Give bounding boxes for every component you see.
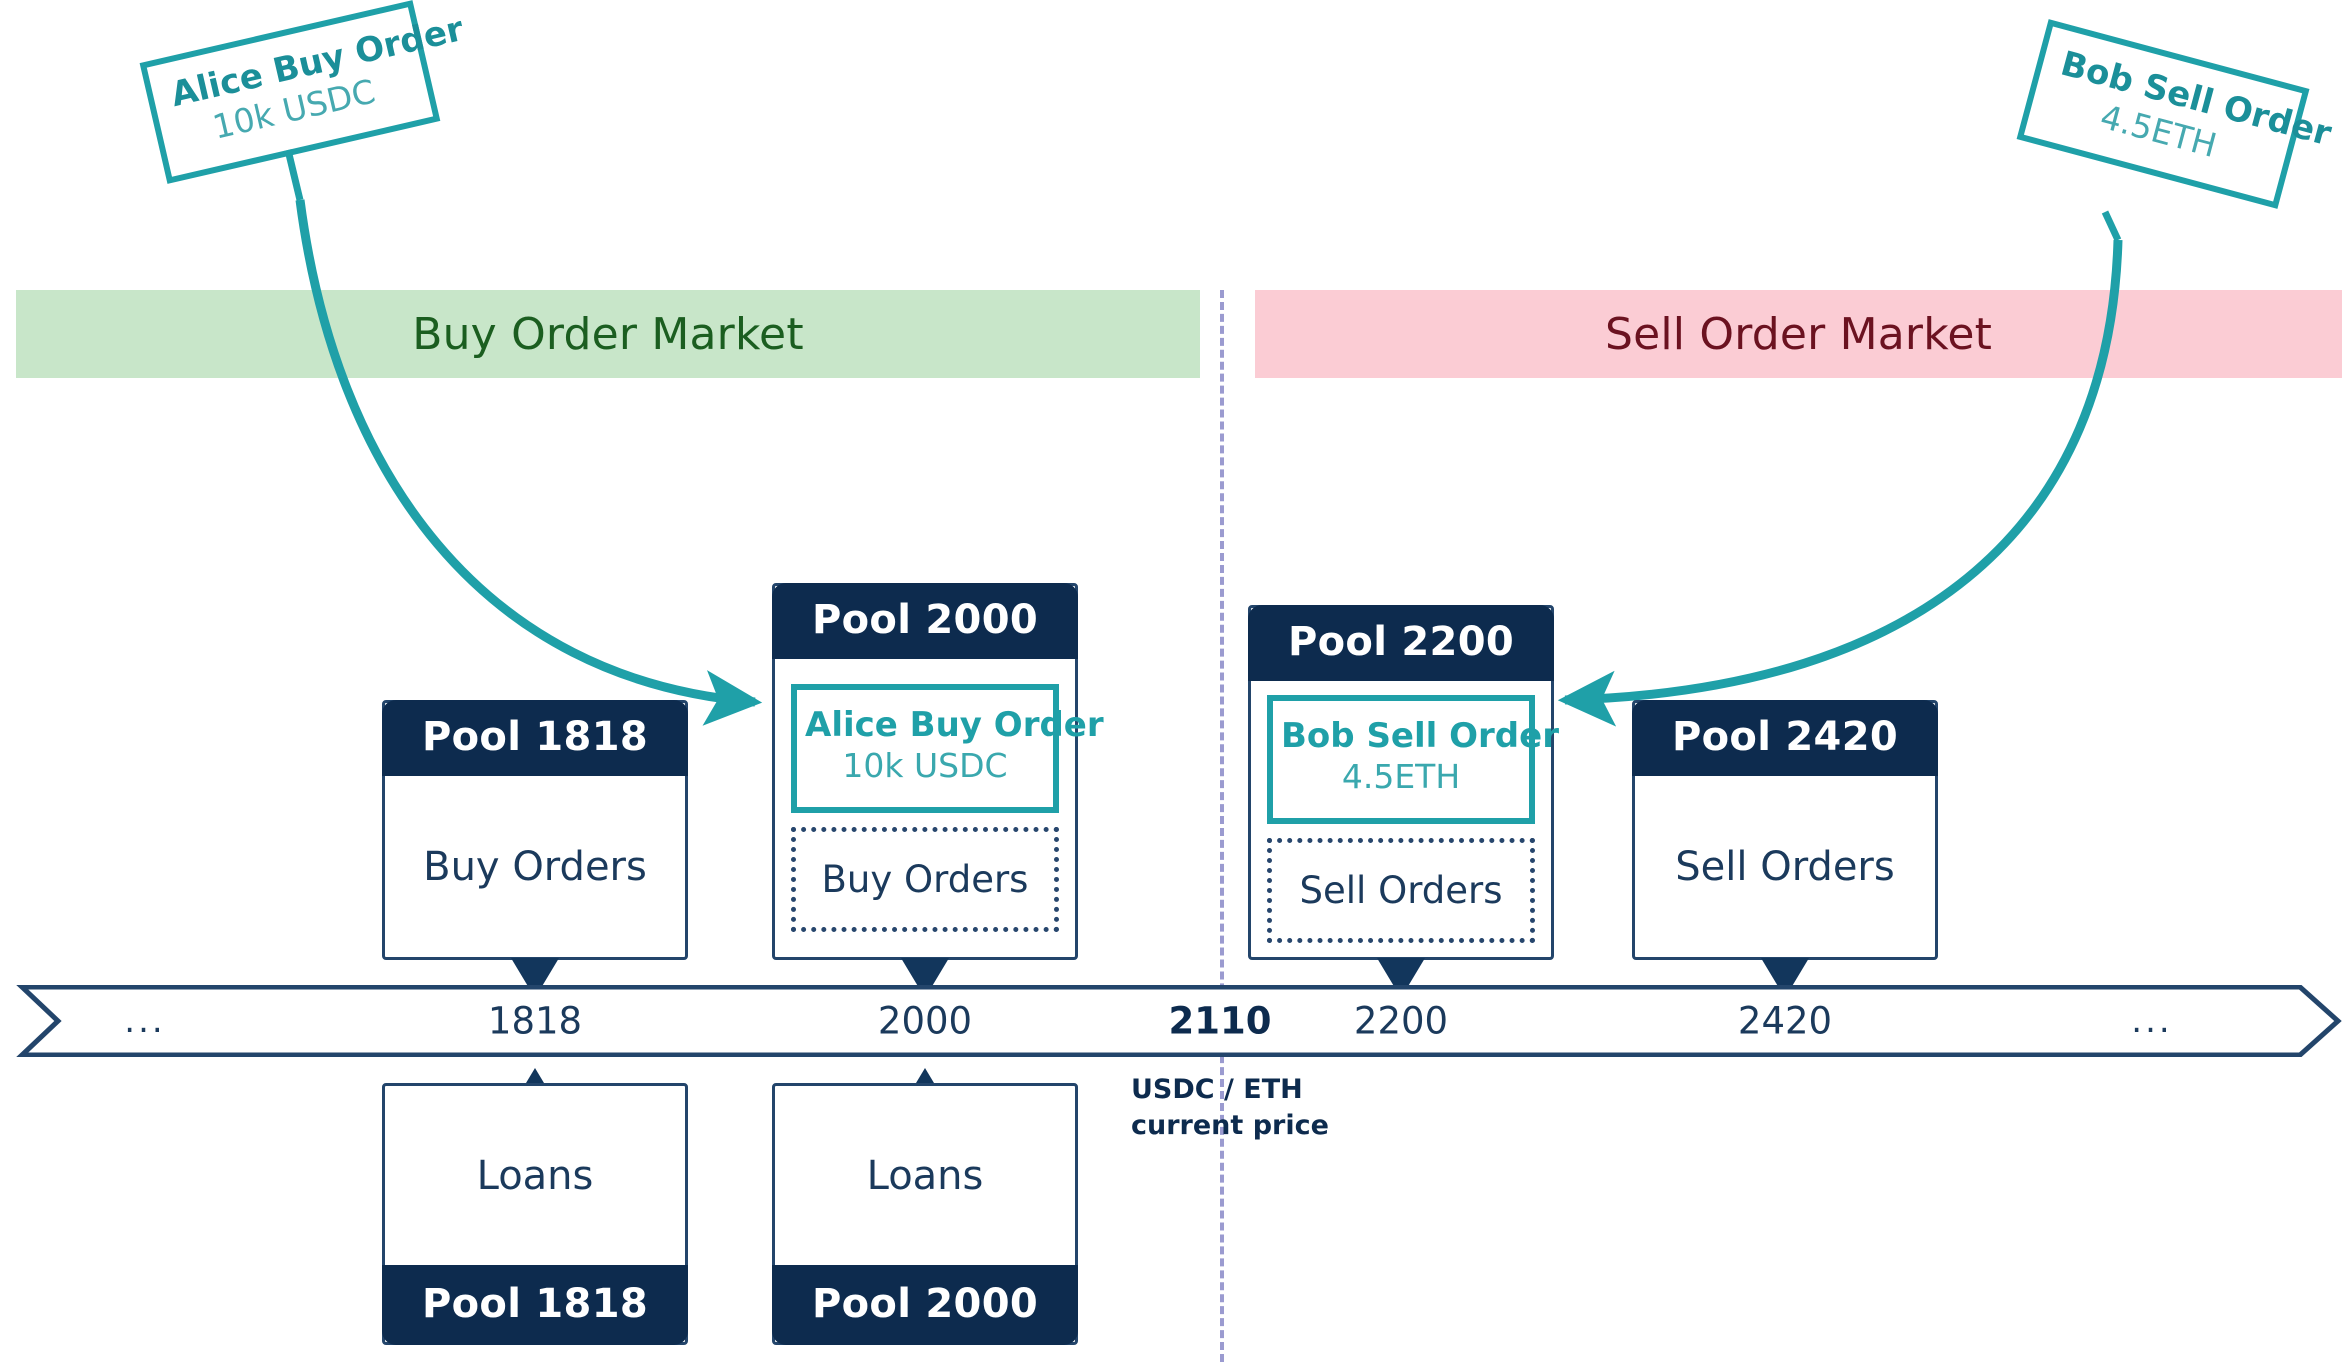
buy-order-market-band: Buy Order Market (16, 290, 1200, 378)
loans-2000-body: Loans (866, 1152, 984, 1199)
loans-1818-card[interactable]: Loans Pool 1818 (382, 1083, 688, 1345)
pool-2000-content-label: Buy Orders (821, 857, 1029, 901)
price-axis: ... 1818 2000 2110 2200 2420 ... (0, 984, 2342, 1058)
axis-tick-2200: 2200 (1353, 999, 1449, 1043)
bob-order-tag: Bob Sell Order 4.5ETH (2016, 19, 2335, 210)
pool-2200-header: Pool 2200 (1248, 605, 1554, 681)
bob-tag-stem (2101, 210, 2122, 242)
pool-1818-card[interactable]: Pool 1818 Buy Orders (382, 700, 688, 960)
pool-2000-alice-order-box[interactable]: Alice Buy Order 10k USDC (791, 684, 1104, 813)
pool-1818-body: Buy Orders (385, 776, 685, 957)
pool-2000-header: Pool 2000 (772, 583, 1078, 659)
alice-order-flow-arrow (295, 199, 763, 726)
loans-2000-card[interactable]: Loans Pool 2000 (772, 1083, 1078, 1345)
current-price-annotation: USDC / ETH current price (1131, 1072, 1329, 1145)
axis-left-ellipsis: ... (124, 1001, 166, 1041)
axis-right-ellipsis: ... (2131, 1001, 2173, 1041)
axis-tick-2000: 2000 (877, 999, 973, 1043)
loans-1818-body: Loans (476, 1152, 594, 1199)
pool-2420-body: Sell Orders (1635, 776, 1935, 957)
pool-2200-content-label: Sell Orders (1299, 868, 1503, 912)
axis-tick-2110-current: 2110 (1168, 999, 1272, 1043)
axis-tick-2420: 2420 (1737, 999, 1833, 1043)
pool-2000-alice-order-title: Alice Buy Order (805, 705, 1104, 746)
pool-2000-buy-orders-slot: Buy Orders (791, 826, 1059, 932)
pool-2200-sell-orders-slot: Sell Orders (1267, 837, 1535, 943)
sell-order-market-band: Sell Order Market (1255, 290, 2342, 378)
pool-2200-bob-order-title: Bob Sell Order (1281, 716, 1559, 757)
pool-2420-header: Pool 2420 (1632, 700, 1938, 776)
price-axis-tick-labels: ... 1818 2000 2110 2200 2420 ... (0, 985, 2342, 1057)
buy-order-market-label: Buy Order Market (412, 308, 804, 360)
pool-2200-bob-order-amount: 4.5ETH (1341, 757, 1461, 797)
pool-1818-header: Pool 1818 (382, 700, 688, 776)
current-price-divider-line (1220, 290, 1224, 1362)
pool-2200-bob-order-box[interactable]: Bob Sell Order 4.5ETH (1267, 695, 1559, 824)
price-axis-ribbon (15, 984, 2342, 1058)
alice-tag-stem (284, 149, 304, 201)
pool-2000-body: Alice Buy Order 10k USDC Buy Orders (775, 659, 1104, 957)
loans-1818-footer: Pool 1818 (382, 1265, 688, 1345)
pool-2200-card[interactable]: Pool 2200 Bob Sell Order 4.5ETH Sell Ord… (1248, 605, 1559, 960)
current-price-pair-label: USDC / ETH (1131, 1074, 1303, 1105)
pool-2420-content-label: Sell Orders (1675, 843, 1895, 890)
axis-tick-1818: 1818 (487, 999, 583, 1043)
pool-2420-card[interactable]: Pool 2420 Sell Orders (1632, 700, 1938, 960)
sell-order-market-label: Sell Order Market (1604, 308, 1993, 360)
pool-1818-content-label: Buy Orders (423, 843, 647, 890)
pool-2200-body: Bob Sell Order 4.5ETH Sell Orders (1251, 681, 1559, 957)
alice-order-tag: Alice Buy Order 10k USDC (139, 0, 467, 185)
current-price-caption: current price (1131, 1110, 1329, 1142)
pool-2000-alice-order-amount: 10k USDC (842, 746, 1008, 786)
loans-2000-footer: Pool 2000 (772, 1265, 1078, 1345)
pool-2000-card[interactable]: Pool 2000 Alice Buy Order 10k USDC Buy O… (772, 583, 1104, 960)
